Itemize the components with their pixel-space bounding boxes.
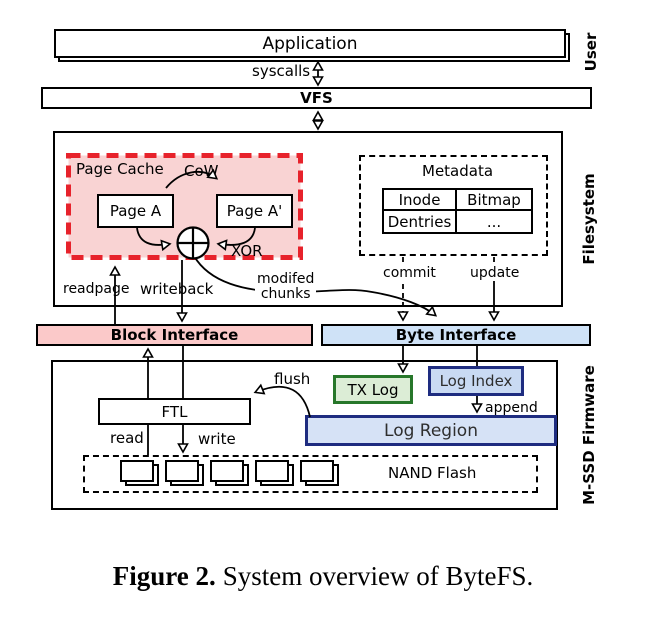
writeback-label: writeback [140,280,214,298]
read-label: read [110,429,144,447]
page-a-prime-box: Page A' [216,194,293,228]
caption-number: Figure 2. [112,561,216,591]
block-interface-box: Block Interface [36,324,313,346]
log-region-label: Log Region [384,420,478,441]
tx-log-box: TX Log [333,375,413,404]
block-interface-label: Block Interface [110,326,239,344]
page-cache-title: Page Cache [76,160,164,178]
figure-caption: Figure 2.System overview of ByteFS. [0,561,646,592]
firmware-box [51,360,558,510]
firmware-layer-label: M-SSD Firmware [580,365,598,505]
commit-label: commit [381,265,438,282]
filesystem-layer-label: Filesystem [580,173,598,265]
metadata-title: Metadata [422,162,494,180]
metadata-cell-more: ... [486,212,502,231]
vfs-label: VFS [300,89,333,107]
application-label: Application [262,33,358,54]
ftl-label: FTL [161,402,188,421]
caption-text: System overview of ByteFS. [222,561,534,591]
log-index-label: Log Index [439,372,513,390]
byte-interface-label: Byte Interface [395,326,517,344]
page-a-box: Page A [97,194,174,228]
nand-flash-label: NAND Flash [388,464,477,482]
append-label: append [485,400,538,416]
readpage-label: readpage [63,281,130,297]
vfs-box: VFS [41,87,592,109]
log-region-box: Log Region [305,415,557,446]
modified-chunks-label: modifed chunks [255,271,317,303]
log-index-box: Log Index [428,366,524,396]
cow-label: CoW [184,162,219,180]
byte-interface-box: Byte Interface [321,324,591,346]
flush-label: flush [274,370,311,388]
modified-chunks-line2: chunks [260,286,311,303]
modified-chunks-line1: modifed [257,271,315,287]
metadata-cell-inode: Inode [384,190,457,211]
nand-flash-box [83,455,538,493]
syscalls-label: syscalls [252,62,311,80]
page-a-label: Page A [109,202,162,220]
xor-label: XOR [231,242,263,260]
ftl-box: FTL [98,398,251,425]
metadata-table: Inode Bitmap Dentries ... [382,188,533,234]
application-box: Application [54,29,566,58]
tx-log-label: TX Log [347,380,399,399]
metadata-cell-dentries: Dentries [384,211,457,232]
page-a-prime-label: Page A' [226,202,283,220]
update-label: update [468,265,522,282]
write-label: write [198,430,236,448]
metadata-cell-bitmap: Bitmap [457,190,531,211]
